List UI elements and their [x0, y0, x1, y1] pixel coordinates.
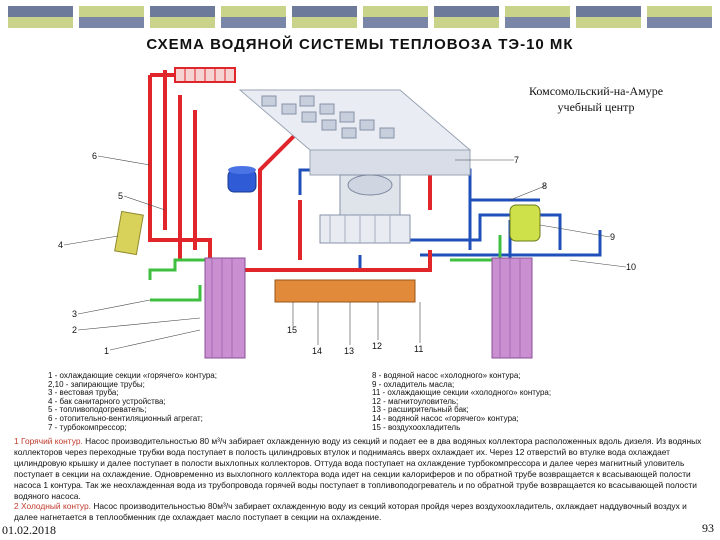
- page-number: 93: [702, 521, 714, 535]
- callout-leaders: [63, 155, 627, 351]
- hot-circuit-pipes: [148, 70, 432, 272]
- legend-item: 2,10 - запирающие трубы;: [48, 379, 145, 389]
- header-stripe-block: [647, 6, 712, 28]
- legend-item: 8 - водяной насос «холодного» контура;: [372, 371, 521, 380]
- callout-4: 4: [58, 240, 63, 250]
- cold-circuit-text: Насос производительностью 80м³/ч забирае…: [14, 501, 687, 523]
- callout-7: 7: [514, 155, 519, 165]
- diagram-title: СХЕМА ВОДЯНОЙ СИСТЕМЫ ТЕПЛОВОЗА ТЭ-10 МК: [146, 36, 574, 53]
- callout-8: 8: [542, 181, 547, 191]
- decorative-top-bar: [8, 6, 712, 30]
- slide-date: 01.02.2018: [2, 523, 56, 537]
- legend-right: 8 - водяной насос «холодного» контура; 9…: [372, 371, 552, 432]
- right-cooling-section: [491, 257, 533, 359]
- legend-item: 5 - топливоподогреватель;: [48, 405, 147, 415]
- legend-item: 15 - воздухоохладитель: [372, 422, 461, 432]
- callout-12: 12: [372, 341, 382, 351]
- legend-item: 14 - водяной насос «горячего» контура;: [372, 413, 519, 423]
- callout-5: 5: [118, 191, 123, 201]
- expansion-tank: [227, 166, 257, 193]
- header-stripe-block: [505, 6, 570, 28]
- header-stripe-block: [292, 6, 357, 28]
- legend-item: 1 - охлаждающие секции «горячего» контур…: [48, 371, 217, 380]
- legend-item: 3 - вестовая труба;: [48, 388, 119, 398]
- header-stripe-block: [79, 6, 144, 28]
- legend-item: 6 - отопительно-вентиляционный агрегат;: [48, 413, 203, 423]
- water-system-schematic: 1 2 3 4 5 6 7 8 9 10 11 12 13 14 15: [58, 67, 636, 359]
- callout-11: 11: [414, 344, 423, 354]
- legend-item: 11 - охлаждающие секции «холодного» конт…: [372, 388, 552, 398]
- training-center-city: Комсомольский-на-Амуре: [528, 84, 664, 98]
- header-stripe-block: [8, 6, 73, 28]
- callout-1: 1: [104, 346, 109, 356]
- training-center-name: учебный центр: [557, 100, 635, 114]
- air-cooler: [319, 214, 411, 244]
- legend-item: 12 - магнитоуловитель;: [372, 396, 459, 406]
- legend-item: 13 - расширительный бак;: [372, 405, 469, 415]
- radiator-header: [174, 67, 236, 83]
- header-stripe-block: [363, 6, 428, 28]
- callout-15: 15: [287, 325, 297, 335]
- header-stripe-block: [434, 6, 499, 28]
- circuit-description: 1 Горячий контур. Насос производительнос…: [14, 436, 704, 523]
- cold-circuit-label: 2 Холодный контур.: [14, 501, 91, 512]
- callout-3: 3: [72, 309, 77, 319]
- locomotive-frame: [274, 279, 416, 303]
- legend-item: 7 - турбокомпрессор;: [48, 422, 127, 432]
- callout-numbers: 1 2 3 4 5 6 7 8 9 10 11 12 13 14 15: [58, 151, 636, 356]
- oil-cooler: [509, 204, 541, 242]
- callout-2: 2: [72, 325, 77, 335]
- diesel-engine-block: [238, 89, 472, 176]
- callout-6: 6: [92, 151, 97, 161]
- training-center-label: Комсомольский-на-Амуре учебный центр: [496, 83, 696, 115]
- header-stripe-block: [150, 6, 215, 28]
- callout-13: 13: [344, 346, 354, 356]
- header-stripe-block: [221, 6, 286, 28]
- callout-9: 9: [610, 232, 615, 242]
- legend-item: 9 - охладитель масла;: [372, 379, 455, 389]
- turbocharger: [339, 174, 401, 216]
- hot-circuit-label: 1 Горячий контур.: [14, 436, 83, 446]
- hot-circuit-text: Насос производительностью 80 м³/ч забира…: [14, 436, 702, 501]
- header-stripe-block: [576, 6, 641, 28]
- legend-left: 1 - охлаждающие секции «горячего» контур…: [48, 371, 217, 432]
- fuel-heater: [114, 210, 144, 256]
- callout-10: 10: [626, 262, 636, 272]
- left-cooling-section: [204, 257, 246, 359]
- legend-item: 4 - бак санитарного устройства;: [48, 396, 166, 406]
- callout-14: 14: [312, 346, 322, 356]
